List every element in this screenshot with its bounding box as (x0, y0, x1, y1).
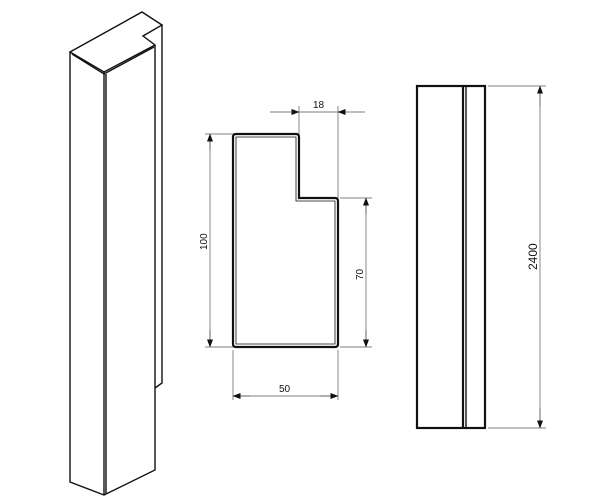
dimension-label-70: 70 (355, 268, 366, 280)
dimension-label-18: 18 (313, 100, 325, 111)
iso-top-face (68, 11, 164, 73)
side-view: 2400 (415, 84, 546, 430)
dimension-label-2400: 2400 (526, 243, 540, 270)
side-view-outline (415, 84, 487, 430)
dimension-label-50: 50 (279, 384, 291, 395)
iso-body-outline (69, 45, 156, 496)
dimension-50: 50 (232, 350, 339, 400)
dimension-18: 18 (270, 100, 365, 198)
dimension-2400: 2400 (488, 85, 546, 429)
dimension-100: 100 (199, 133, 233, 348)
dimension-70: 70 (340, 197, 372, 348)
iso-back-edge (154, 25, 163, 389)
profile-outline (231, 132, 340, 349)
profile-section: 18 100 70 50 (199, 100, 372, 400)
dimension-label-100: 100 (199, 233, 210, 250)
isometric-view (68, 11, 164, 496)
